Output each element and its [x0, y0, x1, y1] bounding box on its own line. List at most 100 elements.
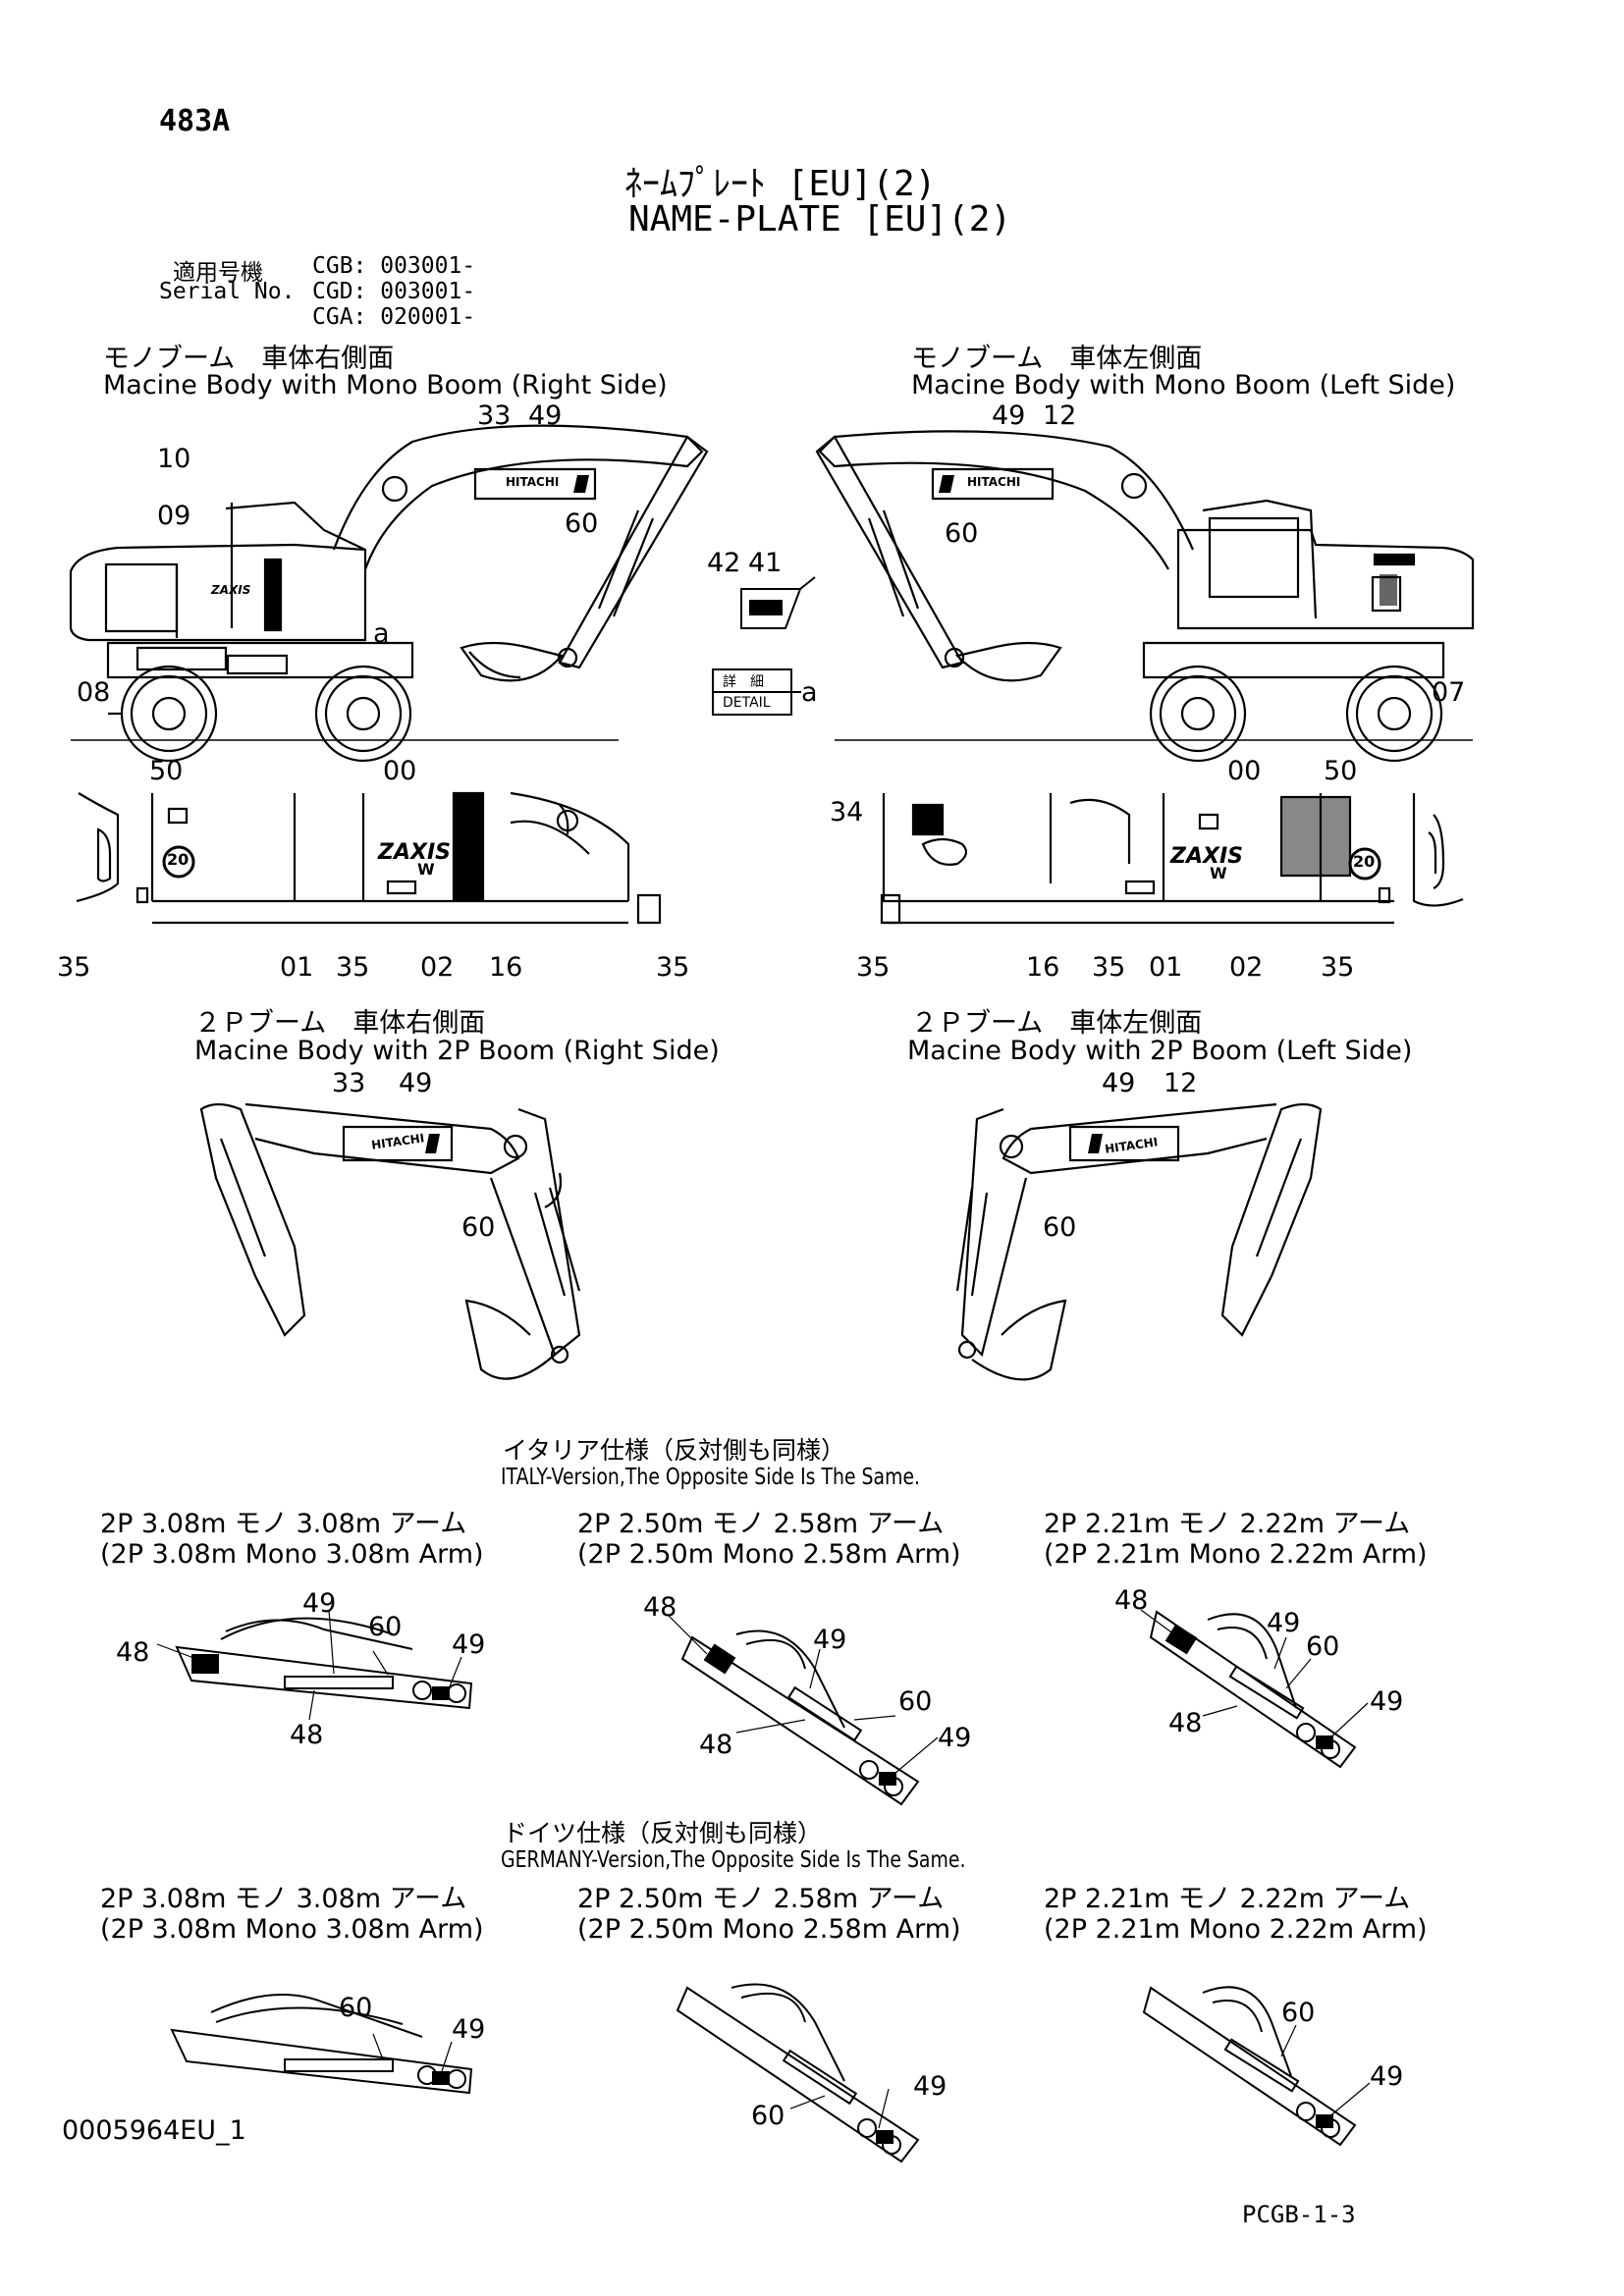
callout-35: 35 [656, 952, 690, 983]
italy-1-callout-60: 60 [368, 1612, 403, 1642]
callout-12: 12 [1164, 1068, 1198, 1098]
callout-60: 60 [1043, 1212, 1077, 1243]
italy-2-callout-49b: 49 [938, 1723, 972, 1753]
twop-left-title-en: Macine Body with 2P Boom (Left Side) [907, 1036, 1413, 1066]
mono-left-title-jp: モノブーム 車体左側面 [911, 344, 1203, 374]
callout-49: 49 [528, 400, 563, 431]
germany-variant-1-jp: 2P 3.08m モノ 3.08m アーム [100, 1884, 467, 1914]
italy-3-callout-60: 60 [1306, 1631, 1340, 1662]
callout-50: 50 [149, 756, 184, 786]
detail-label-en: DETAIL [723, 695, 771, 711]
callout-49: 49 [1102, 1068, 1136, 1098]
italy-variant-2-jp: 2P 2.50m モノ 2.58m アーム [577, 1509, 945, 1539]
callout-33: 33 [332, 1068, 366, 1098]
germany-title-jp: ドイツ仕様（反対側も同様） [503, 1819, 823, 1847]
italy-variant-3-jp: 2P 2.21m モノ 2.22m アーム [1044, 1509, 1411, 1539]
italy-variant-1-en: (2P 3.08m Mono 3.08m Arm) [100, 1539, 484, 1570]
twop-left-title-jp: ２Ｐブーム 車体左側面 [911, 1008, 1203, 1039]
zaxis-decal-closeup-left: ZAXIS [1170, 844, 1243, 869]
callout-35: 35 [57, 952, 91, 983]
callout-10: 10 [157, 444, 191, 474]
callout-02: 02 [1229, 952, 1264, 983]
germany-variant-2-jp: 2P 2.50m モノ 2.58m アーム [577, 1884, 945, 1914]
serial-label-en: Serial No. [159, 279, 296, 304]
callout-35: 35 [336, 952, 370, 983]
badge-20-right: 20 [167, 850, 189, 869]
twop-right-title-en: Macine Body with 2P Boom (Right Side) [194, 1036, 720, 1066]
italy-2-callout-60: 60 [898, 1686, 933, 1717]
germany-variant-3-en: (2P 2.21m Mono 2.22m Arm) [1044, 1914, 1428, 1945]
mono-right-title-jp: モノブーム 車体右側面 [103, 344, 395, 374]
italy-3-callout-48b: 48 [1168, 1708, 1203, 1738]
italy-title-jp: イタリア仕様（反対側も同様） [503, 1436, 846, 1465]
hitachi-decal-right: HITACHI [506, 475, 560, 489]
germany-variant-1-en: (2P 3.08m Mono 3.08m Arm) [100, 1914, 484, 1945]
callout-60: 60 [565, 508, 599, 539]
italy-3-callout-49b: 49 [1370, 1686, 1404, 1717]
callout-35: 35 [856, 952, 891, 983]
italy-1-callout-48: 48 [116, 1637, 150, 1668]
germany-2-callout-49: 49 [913, 2071, 947, 2102]
italy-3-callout-49: 49 [1267, 1608, 1301, 1638]
callout-01: 01 [280, 952, 314, 983]
callout-50: 50 [1324, 756, 1358, 786]
italy-title-en: ITALY-Version,The Opposite Side Is The S… [501, 1465, 921, 1490]
serial-label-jp: 適用号機 [173, 260, 263, 286]
serial-cga: CGA: 020001- [312, 304, 476, 330]
zaxis-decal-right: ZAXIS [211, 583, 251, 597]
callout-12: 12 [1043, 400, 1077, 431]
twop-right-title-jp: ２Ｐブーム 車体右側面 [194, 1008, 486, 1039]
callout-08: 08 [77, 677, 111, 708]
zaxis-sub-closeup-left: W [1210, 864, 1227, 882]
callout-49: 49 [992, 400, 1026, 431]
germany-title-en: GERMANY-Version,The Opposite Side Is The… [501, 1847, 966, 1873]
germany-1-callout-49: 49 [452, 2014, 486, 2045]
drawing-number: 0005964EU_1 [62, 2115, 246, 2146]
callout-01: 01 [1149, 952, 1183, 983]
callout-09: 09 [157, 501, 191, 531]
callout-35: 35 [1092, 952, 1126, 983]
detail-label-jp: 詳 細 [723, 674, 764, 690]
callout-60: 60 [461, 1212, 496, 1243]
serial-cgb: CGB: 003001- [312, 253, 476, 279]
italy-2-callout-48: 48 [643, 1592, 677, 1623]
callout-60: 60 [945, 518, 979, 549]
germany-2-callout-60: 60 [751, 2101, 785, 2131]
mono-right-title-en: Macine Body with Mono Boom (Right Side) [103, 370, 668, 400]
germany-1-callout-60: 60 [339, 1993, 373, 2023]
callout-42: 42 [707, 548, 741, 578]
callout-16: 16 [1026, 952, 1060, 983]
detail-letter: a [801, 677, 818, 708]
title-jp: ﾈｰﾑﾌﾟﾚｰﾄ [EU](2) [624, 164, 937, 204]
italy-3-callout-48: 48 [1114, 1585, 1149, 1616]
italy-1-callout-48b: 48 [290, 1720, 324, 1750]
italy-variant-3-en: (2P 2.21m Mono 2.22m Arm) [1044, 1539, 1428, 1570]
title-en: NAME-PLATE [EU](2) [628, 199, 1012, 240]
serial-cgd: CGD: 003001- [312, 279, 476, 304]
callout-35: 35 [1321, 952, 1355, 983]
callout-34: 34 [830, 797, 864, 828]
callout-02: 02 [420, 952, 455, 983]
badge-20-left: 20 [1353, 852, 1376, 871]
italy-2-callout-49: 49 [813, 1625, 847, 1655]
page-code: 483A [159, 104, 231, 138]
callout-00: 00 [1227, 756, 1262, 786]
callout-41: 41 [748, 548, 783, 578]
callout-49: 49 [399, 1068, 433, 1098]
italy-1-callout-49: 49 [302, 1588, 337, 1619]
callout-00: 00 [383, 756, 417, 786]
italy-variant-1-jp: 2P 3.08m モノ 3.08m アーム [100, 1509, 467, 1539]
callout-33: 33 [477, 400, 512, 431]
italy-1-callout-49b: 49 [452, 1629, 486, 1660]
page-reference: PCGB-1-3 [1242, 2201, 1356, 2228]
germany-3-callout-49: 49 [1370, 2061, 1404, 2092]
zaxis-sub-closeup-right: W [417, 860, 435, 879]
callout-16: 16 [489, 952, 523, 983]
mono-left-title-en: Macine Body with Mono Boom (Left Side) [911, 370, 1456, 400]
italy-2-callout-48b: 48 [699, 1730, 733, 1760]
germany-variant-2-en: (2P 2.50m Mono 2.58m Arm) [577, 1914, 961, 1945]
germany-variant-3-jp: 2P 2.21m モノ 2.22m アーム [1044, 1884, 1411, 1914]
zaxis-decal-closeup-right: ZAXIS [378, 840, 451, 865]
germany-3-callout-60: 60 [1281, 1998, 1316, 2028]
callout-07: 07 [1432, 677, 1466, 708]
